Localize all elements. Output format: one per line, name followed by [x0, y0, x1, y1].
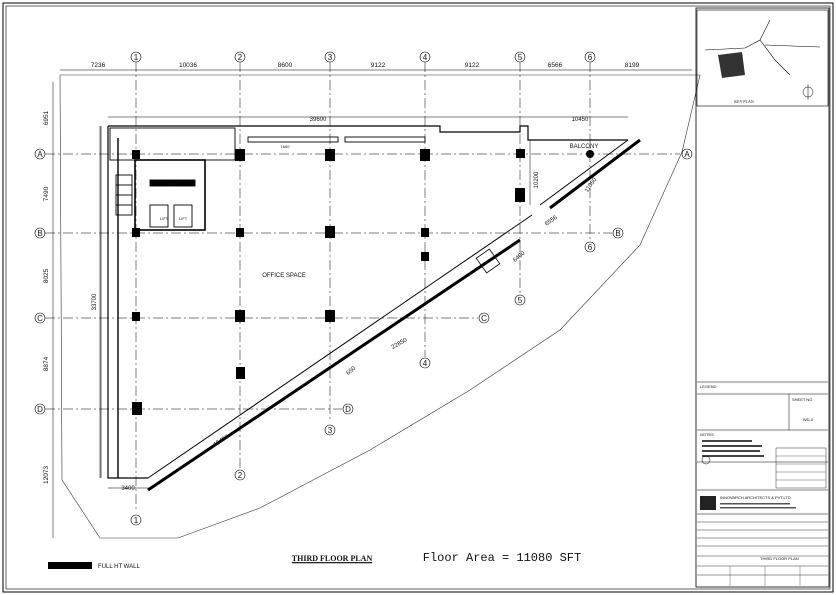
firm-name: INNOVARCH ARCHITECTS & PVT.LTD.: [720, 495, 792, 500]
sheet-number: WD-5: [803, 417, 814, 422]
balcony-width-dim: 10450: [572, 117, 589, 123]
grid-label-col-6: 6: [588, 53, 593, 62]
top-dim-6: 6566: [548, 62, 563, 69]
grid-label-col-4: 4: [423, 53, 428, 62]
grid-label-row-c: C: [37, 314, 43, 323]
top-dim-4: 9122: [371, 62, 386, 69]
legend-text: FULL HT WALL: [98, 564, 140, 570]
grid-label-row-c-right: C: [481, 314, 487, 323]
dimension-lines: [52, 69, 692, 538]
grid-label-row-a-right: A: [684, 150, 690, 159]
top-dim-1: 7236: [91, 62, 106, 69]
grid-label-col-1: 1: [134, 53, 139, 62]
left-dim-1: 6951: [43, 110, 50, 125]
grid-label-col-3: 3: [328, 53, 333, 62]
service-core: [109, 127, 426, 231]
bottom-left-dim: 3400: [121, 486, 135, 492]
office-space-label: OFFICE SPACE: [262, 273, 306, 279]
diag-dim-5: 650: [346, 365, 358, 376]
top-dim-7: 8199: [625, 62, 640, 69]
key-plan-label: KEY PLAN: [734, 99, 754, 104]
diag-dim-2: 6556: [544, 215, 559, 228]
overall-height-dim: 33700: [92, 293, 98, 310]
revision-table: [775, 447, 827, 489]
sheet-inner-border: [5, 5, 831, 590]
site-boundary: [59, 74, 701, 539]
left-dim-2: 7490: [43, 186, 50, 201]
grid-label-row-b-right: B: [615, 229, 620, 238]
lift-label-2: LIFT: [179, 216, 188, 221]
grid-bubbles: [34, 51, 693, 526]
top-dim-5: 9122: [465, 62, 480, 69]
floor-area-text: Floor Area = 11080 SFT: [423, 551, 581, 565]
notes-header: NOTES: [700, 432, 714, 437]
grid-label-col-6-bottom: 6: [588, 243, 593, 252]
grid-label-col-1-bottom: 1: [134, 516, 139, 525]
grid-label-col-3-bottom: 3: [328, 426, 333, 435]
grid-bubble-labels: 1 2 3 4 5 6 1 2 3 4 5 6 A B C D A B C D: [37, 53, 690, 525]
top-dim-3: 8600: [278, 62, 293, 69]
grid-label-col-2-bottom: 2: [238, 471, 243, 480]
title-block-drawing-title: THIRD FLOOR PLAN: [760, 556, 799, 561]
key-plan-site: [718, 52, 745, 78]
left-dim-4: 8874: [43, 356, 50, 371]
grid-lines: [45, 62, 680, 512]
grid-label-col-4-bottom: 4: [423, 359, 428, 368]
left-dim-5: 12073: [43, 466, 50, 484]
grid-label-col-5-bottom: 5: [518, 296, 523, 305]
balcony-label: BALCONY: [570, 144, 599, 150]
diag-dim-4: 22850: [391, 337, 409, 351]
grid-label-col-5: 5: [518, 53, 523, 62]
balcony-height-dim: 10200: [534, 171, 540, 188]
top-dim-2: 10036: [179, 62, 197, 69]
stair-clear-dim: 1600: [281, 144, 291, 149]
firm-address-lines: [720, 503, 796, 509]
top-dimension-values: 7236 10036 8600 9122 9122 6566 8199: [91, 62, 640, 69]
diag-dim-6: 15450: [213, 434, 231, 448]
north-symbol-icon: [701, 455, 711, 465]
grid-label-row-a: A: [37, 150, 43, 159]
key-plan-roads: [704, 19, 821, 76]
grid-label-row-b: B: [37, 229, 42, 238]
grid-label-row-d-right: D: [345, 405, 351, 414]
lobby-label: LOBBY: [165, 181, 179, 186]
sheet-no-label: SHEET NO: [792, 397, 812, 402]
diag-dim-3: 6400: [512, 250, 527, 264]
grid-label-col-2: 2: [238, 53, 243, 62]
firm-logo: [700, 496, 716, 510]
notes-lines: [702, 440, 764, 457]
key-plan-frame: [696, 9, 829, 107]
drawing-title: THIRD FLOOR PLAN: [292, 554, 373, 563]
full-height-wall-swatch: [48, 562, 92, 569]
overall-width-dim: 39600: [310, 117, 327, 123]
left-dim-3: 8025: [43, 268, 50, 283]
lift-label-1: LIFT: [160, 216, 169, 221]
legend-header: LEGEND: [700, 384, 717, 389]
structural-columns: [132, 149, 594, 415]
title-block: KEY PLAN LEGEND SHEET NO WD-5 NOTES INNO…: [695, 7, 830, 588]
grid-label-row-d: D: [37, 405, 43, 414]
left-dimension-values: 6951 7490 8025 8874 12073: [43, 110, 50, 484]
